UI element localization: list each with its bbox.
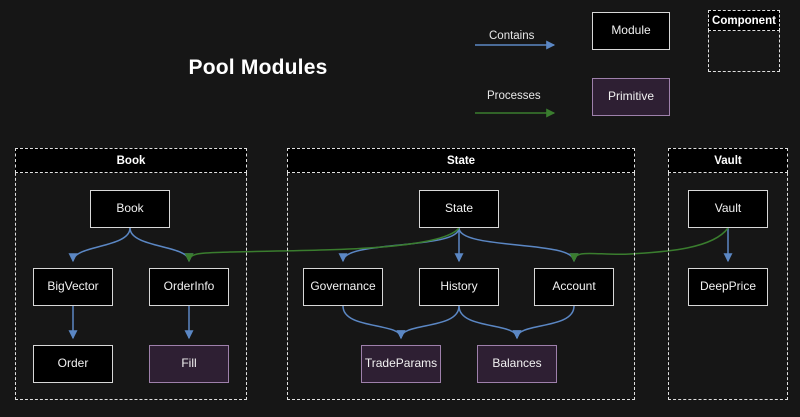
node-order[interactable]: Order — [33, 345, 113, 383]
page-title: Pool Modules — [188, 56, 328, 79]
node-orderinfo[interactable]: OrderInfo — [149, 268, 229, 306]
legend-processes-label: Processes — [487, 90, 541, 102]
node-deepprice[interactable]: DeepPrice — [688, 268, 768, 306]
group-state-header: State — [287, 148, 635, 173]
legend-module-sample: Module — [592, 12, 670, 50]
node-history[interactable]: History — [419, 268, 499, 306]
node-balances[interactable]: Balances — [477, 345, 557, 383]
legend-contains-label: Contains — [489, 30, 535, 42]
group-vault-header: Vault — [668, 148, 788, 173]
group-book-header: Book — [15, 148, 247, 173]
node-governance[interactable]: Governance — [303, 268, 383, 306]
node-tradeparams[interactable]: TradeParams — [361, 345, 441, 383]
node-account[interactable]: Account — [534, 268, 614, 306]
node-state[interactable]: State — [419, 190, 499, 228]
node-bigvector[interactable]: BigVector — [33, 268, 113, 306]
node-fill[interactable]: Fill — [149, 345, 229, 383]
legend-component-sample-header: Component — [708, 10, 780, 31]
legend-primitive-sample: Primitive — [592, 78, 670, 116]
node-vault[interactable]: Vault — [688, 190, 768, 228]
node-book[interactable]: Book — [90, 190, 170, 228]
